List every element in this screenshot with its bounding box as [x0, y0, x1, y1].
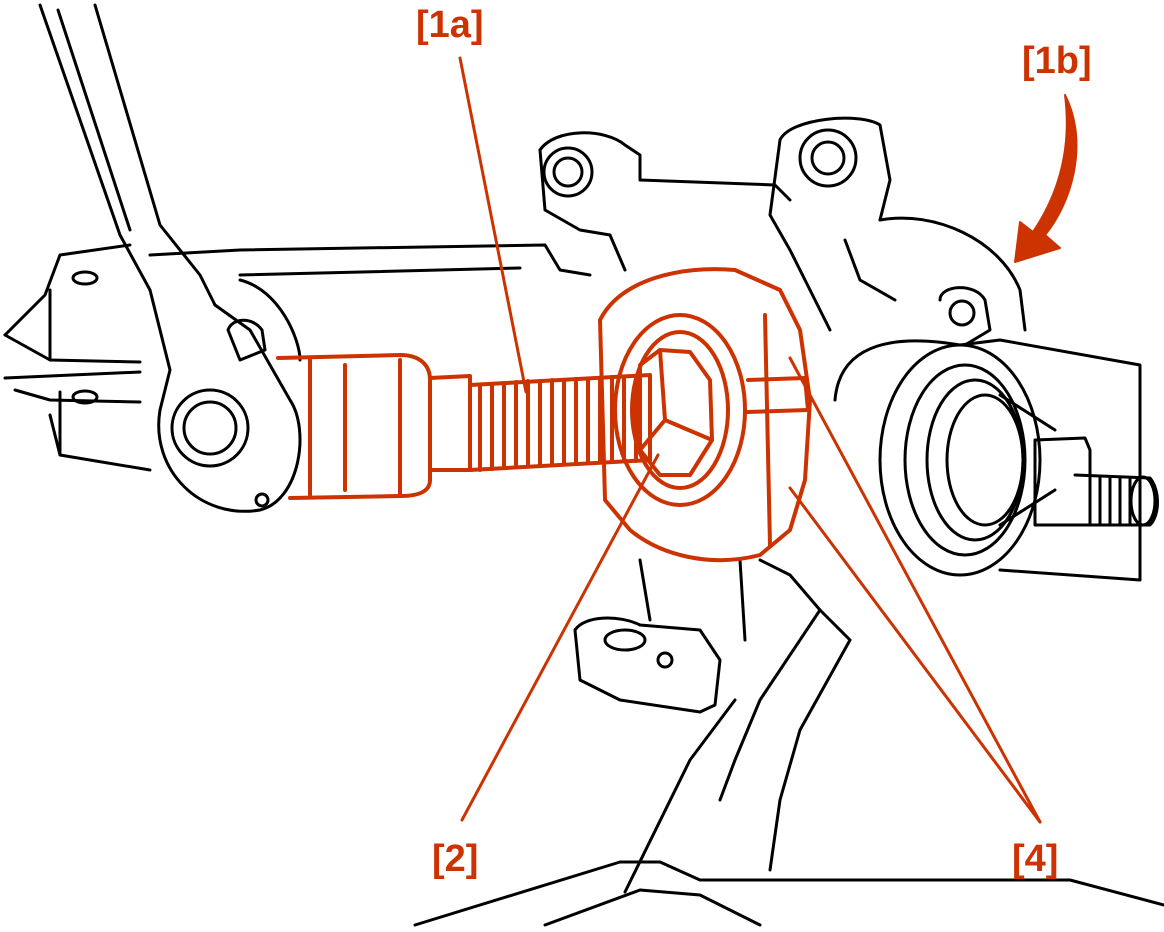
- split-adapter: [598, 267, 812, 563]
- puller-bracket: [3, 243, 302, 472]
- callout-label-2: [2]: [432, 838, 479, 880]
- rotation-arrow: [1014, 94, 1078, 263]
- nut: [638, 348, 714, 477]
- callout-label-4: [4]: [1012, 838, 1059, 880]
- puller-tool: [276, 353, 472, 500]
- wrench: [38, 3, 302, 513]
- callout-label-1a: [1a]: [416, 4, 484, 46]
- callout-label-1b: [1b]: [1022, 40, 1092, 82]
- leader-line-4b: [788, 486, 1042, 824]
- support-base: [413, 698, 1164, 927]
- steering-knuckle: [148, 116, 1027, 872]
- leader-line-4a: [788, 356, 1042, 824]
- wheel-hub: [833, 338, 1142, 582]
- threaded-spindle: [468, 373, 652, 472]
- hub-stud: [1073, 473, 1159, 527]
- leader-line-2: [460, 453, 660, 822]
- leader-line-1a: [458, 56, 528, 394]
